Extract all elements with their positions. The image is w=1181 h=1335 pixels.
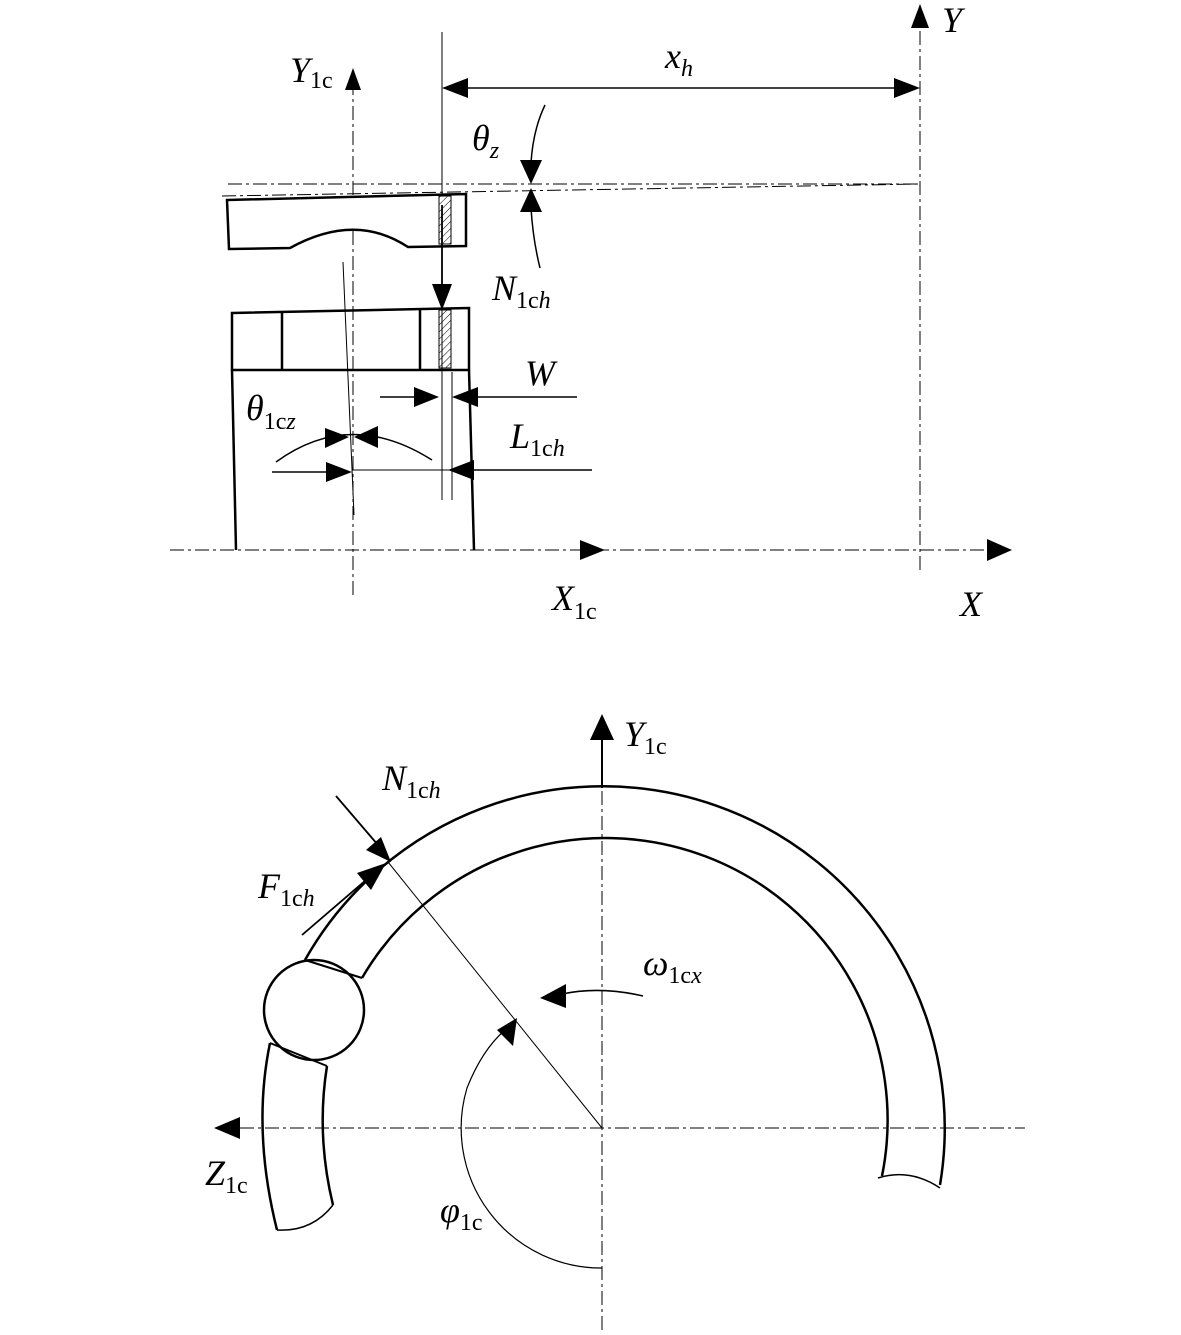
omega-arc — [561, 989, 644, 997]
label-f1ch: F1ch — [257, 866, 315, 912]
ring-lower-left-segment — [261, 1042, 279, 1231]
z1c-arrowhead — [214, 1117, 240, 1139]
label-x: X — [958, 584, 984, 624]
y1c-arrowhead — [345, 68, 361, 90]
theta-z-angle — [530, 104, 546, 269]
label-n1ch-bottom: N1ch — [381, 758, 441, 804]
bottom-axes — [240, 740, 1025, 1330]
label-y: Y — [942, 0, 966, 40]
label-y1c-top: Y1c — [290, 50, 333, 94]
x-arrowhead — [987, 539, 1012, 561]
label-n1ch-top: N1ch — [491, 268, 551, 314]
label-l1ch: L1ch — [509, 416, 565, 462]
label-omega-1cx: ω1cx — [643, 943, 702, 989]
theta-z-arrowhead-up — [520, 188, 542, 212]
ball — [262, 958, 366, 1062]
upper-plate — [225, 192, 468, 251]
n1ch-bottom-shaft — [335, 795, 379, 846]
ring-outer-arc — [303, 785, 946, 1186]
ball-cage-lines — [269, 959, 363, 1067]
label-z1c: Z1c — [205, 1153, 248, 1199]
bottom-view: Y1c N1ch F1ch ω1cx Z1c φ1c — [205, 714, 1025, 1330]
ring — [261, 785, 946, 1231]
theta-1cz-angle — [275, 426, 433, 463]
theta-z-arrowhead-down — [520, 160, 542, 184]
label-phi-1c: φ1c — [440, 1190, 483, 1236]
xh-dimension — [442, 78, 920, 98]
radial-line — [387, 861, 603, 1129]
f1ch-shaft — [301, 879, 367, 936]
n1ch-force-arrowhead — [432, 284, 452, 310]
label-x1c: X1c — [550, 578, 597, 625]
f1ch-arrowhead — [357, 863, 386, 890]
x1c-arrowhead — [580, 540, 605, 560]
w-dimension — [380, 372, 577, 500]
label-y1c-bottom: Y1c — [624, 714, 667, 760]
omega-arrowhead — [540, 984, 566, 1008]
y1c-bottom-arrowhead — [590, 714, 614, 740]
upper-plate-hatch — [438, 195, 452, 245]
top-view: Y1c Y xh θz N1ch W θ1cz L1ch X1c X — [170, 0, 1012, 625]
label-xh: xh — [664, 36, 693, 82]
l1ch-dimension — [272, 460, 592, 482]
ring-inner-arc — [360, 836, 889, 1177]
n1ch-bottom-arrowhead — [366, 837, 391, 862]
top-axis-arrowheads — [345, 4, 1012, 561]
tilted-body-axis — [342, 261, 355, 516]
y-arrowhead — [911, 4, 929, 28]
label-theta-1cz: θ1cz — [246, 388, 296, 435]
ring-right-break — [877, 1173, 941, 1189]
label-theta-z: θz — [472, 118, 500, 164]
tilted-reference-line — [221, 183, 921, 197]
lower-body-hatch — [438, 309, 452, 369]
label-w: W — [525, 353, 558, 393]
phi-arc — [460, 1029, 603, 1269]
phi-arrowhead — [497, 1018, 517, 1046]
